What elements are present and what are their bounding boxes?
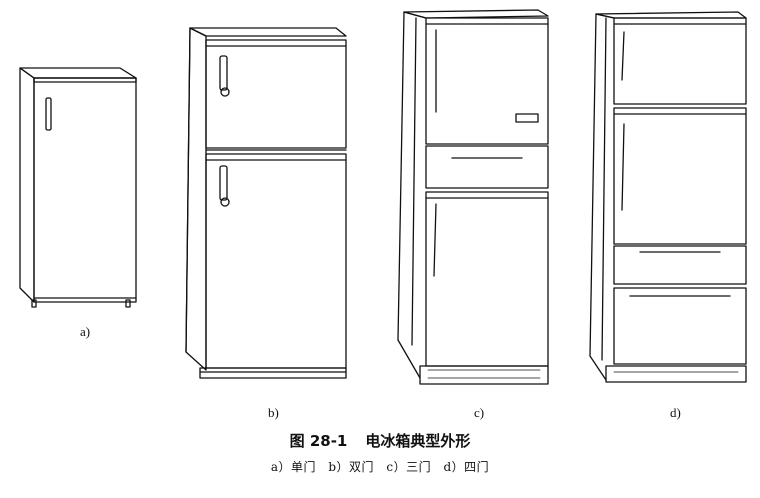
- vegetable-drawer: [613, 245, 747, 285]
- bottom-drawer: [613, 287, 747, 365]
- fridge-handle: [219, 165, 228, 201]
- label-b: b): [268, 405, 279, 420]
- freezer-door: [205, 39, 347, 149]
- top-door: [425, 17, 549, 145]
- single-door-handle: [45, 97, 52, 131]
- caption-d: d）四门: [443, 460, 490, 474]
- control-panel: [515, 113, 539, 123]
- middle-drawer: [425, 145, 549, 189]
- label-c: c): [474, 405, 485, 420]
- bottom-door: [425, 191, 549, 367]
- figure-title: 图 28-1 电冰箱典型外形: [0, 430, 760, 451]
- fridge-three-door: [397, 9, 549, 385]
- fridge-double-door: [185, 27, 347, 379]
- caption-b: b）双门: [328, 460, 375, 474]
- figure-number: 图 28-1: [289, 432, 348, 450]
- label-d: d): [670, 405, 681, 420]
- figure-caption: a）单门 b）双门 c）三门 d）四门: [0, 458, 760, 475]
- freezer-handle: [219, 55, 228, 91]
- fridge-four-door: [589, 11, 747, 383]
- fridge-single-door: [19, 67, 137, 308]
- caption-c: c）三门: [386, 460, 432, 474]
- figure-title-text: 电冰箱典型外形: [365, 432, 471, 450]
- top-freezer-door: [613, 17, 747, 105]
- fridge-compartment-door: [613, 107, 747, 245]
- label-a: a): [80, 324, 91, 339]
- caption-a: a）单门: [270, 460, 317, 474]
